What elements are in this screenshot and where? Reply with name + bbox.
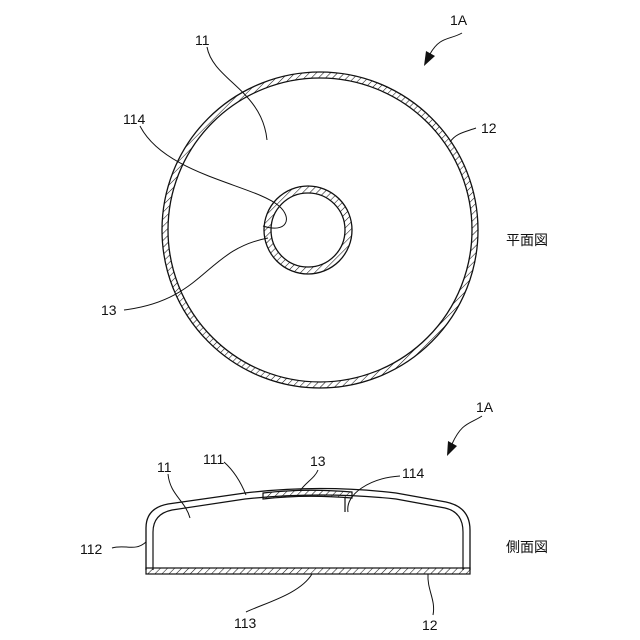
label-11-side: 11 (157, 459, 172, 475)
top-view: 11 114 13 12 1A 平面図 (101, 12, 548, 388)
arrowhead-1A-side (447, 441, 457, 456)
leader-113-side (246, 574, 312, 612)
leader-1A-side (452, 416, 482, 444)
arrowhead-1A-top (424, 51, 435, 66)
leader-12-top (450, 128, 476, 142)
leader-114-top (140, 126, 286, 228)
side-inner-shell (153, 495, 463, 570)
label-12-top: 12 (481, 120, 497, 136)
side-bottom-plate (146, 568, 470, 574)
label-1A-side: 1A (476, 399, 494, 415)
leader-112-side (112, 542, 146, 548)
leader-13-top (124, 238, 268, 310)
leader-13-side (300, 470, 318, 491)
leader-11-side (168, 474, 190, 518)
label-111-side: 111 (203, 451, 224, 467)
label-114-top: 114 (123, 111, 146, 127)
label-113-side: 113 (234, 615, 257, 631)
label-13-side: 13 (310, 453, 326, 469)
view-label-plan: 平面図 (506, 233, 548, 249)
view-label-side: 側面図 (506, 540, 548, 556)
side-outer-shell (146, 489, 470, 571)
leader-1A-top (430, 33, 462, 54)
label-12-side: 12 (422, 617, 438, 633)
side-top-insert (263, 490, 352, 499)
label-112-side: 112 (80, 541, 103, 557)
inner-ring (264, 186, 352, 274)
leader-11-top (207, 47, 267, 140)
label-1A-top: 1A (450, 12, 468, 28)
label-13-top: 13 (101, 302, 117, 318)
outer-ring (162, 72, 478, 388)
side-view: 11 111 13 114 112 113 12 1A 側面図 (80, 399, 548, 633)
leader-12-side (428, 574, 434, 615)
label-11-top: 11 (195, 32, 210, 48)
label-114-side: 114 (402, 465, 425, 481)
leader-111-side (224, 462, 246, 495)
leader-114-side (348, 476, 400, 512)
